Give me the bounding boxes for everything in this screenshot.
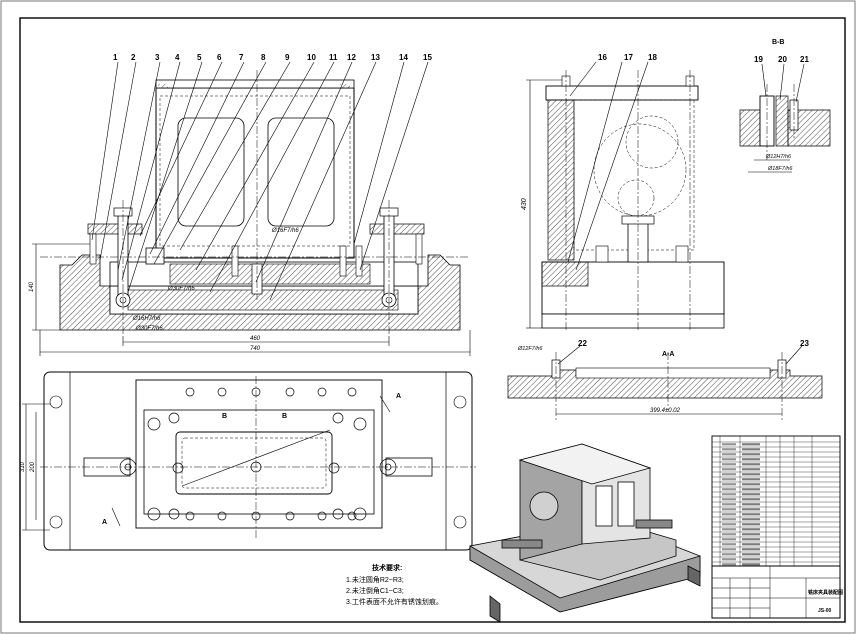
balloon-14: 14 xyxy=(399,53,408,62)
balloon-16: 16 xyxy=(598,53,607,62)
balloon-7: 7 xyxy=(239,53,244,62)
front-balloons: 1 2 3 4 5 6 7 8 9 10 11 12 13 14 15 xyxy=(113,53,432,62)
balloon-9: 9 xyxy=(285,53,290,62)
drawing-code: JS-00 xyxy=(818,608,832,614)
height-dim: 200 xyxy=(30,461,36,473)
balloon-12: 12 xyxy=(347,53,356,62)
section-marker: B xyxy=(282,413,287,420)
balloon-6: 6 xyxy=(217,53,222,62)
front-view xyxy=(32,61,471,356)
balloon-23: 23 xyxy=(800,339,809,348)
balloon-10: 10 xyxy=(307,53,316,62)
fit-label: Ø16H7/h6 xyxy=(132,316,161,322)
height-dim: 430 xyxy=(521,198,528,210)
section-marker: B xyxy=(222,413,227,420)
note-line: 2.未注倒角C1~C3; xyxy=(346,586,404,595)
note-line: 3.工件表面不允许有锈蚀划痕。 xyxy=(346,597,443,606)
section-title-aa: A-A xyxy=(662,351,674,358)
aa-section: A-A 22 23 Ø12F7/h6 399.4±0.02 xyxy=(507,339,823,420)
balloon-17: 17 xyxy=(624,53,633,62)
balloon-4: 4 xyxy=(175,53,180,62)
balloon-22: 22 xyxy=(578,339,587,348)
balloon-2: 2 xyxy=(131,53,136,62)
balloon-21: 21 xyxy=(800,55,809,64)
balloon-18: 18 xyxy=(648,53,657,62)
drawing-name: 铣床夹具装配图 xyxy=(808,589,843,596)
fit-label: Ø18F7/h6 xyxy=(767,166,793,172)
balloon-3: 3 xyxy=(155,53,160,62)
width-dim: 740 xyxy=(250,346,261,352)
width-dim: 460 xyxy=(250,336,261,342)
balloon-13: 13 xyxy=(371,53,380,62)
side-view xyxy=(526,61,725,330)
height-dim: 140 xyxy=(29,281,35,292)
balloon-19: 19 xyxy=(754,55,763,64)
note-line: 1.未注圆角R2~R3; xyxy=(346,575,404,584)
technical-notes: 技术要求: 1.未注圆角R2~R3; 2.未注倒角C1~C3; 3.工件表面不允… xyxy=(346,563,443,606)
width-dim: 399.4±0.02 xyxy=(650,408,681,414)
balloon-11: 11 xyxy=(329,53,338,62)
balloon-15: 15 xyxy=(423,53,432,62)
notes-title: 技术要求: xyxy=(372,563,402,572)
section-title-bb: B-B xyxy=(772,39,784,46)
fit-label: Ø16F7/h6 xyxy=(271,228,299,234)
height-dim: 310 xyxy=(20,461,26,472)
fit-label: Ø12H7/h6 xyxy=(765,154,792,160)
title-block: 铣床夹具装配图 JS-00 xyxy=(711,565,843,619)
side-labels: 16 17 18 430 xyxy=(521,53,657,210)
fit-label: Ø30F7/h6 xyxy=(167,286,195,292)
plan-view: A A B B 310 200 xyxy=(20,371,476,551)
parts-list xyxy=(711,435,841,567)
balloon-20: 20 xyxy=(778,55,787,64)
bb-section: B-B 19 20 21 Ø12H7/h6 Ø18F7/h6 xyxy=(739,39,831,173)
section-marker: A xyxy=(102,519,107,526)
isometric-view xyxy=(469,443,701,623)
balloon-8: 8 xyxy=(261,53,266,62)
section-marker: A xyxy=(396,393,401,400)
front-dimensions: Ø16F7/h6 Ø30F7/h6 Ø16H7/h6 Ø30F7/h6 140 … xyxy=(29,228,299,352)
inner-border xyxy=(19,17,846,623)
balloon-5: 5 xyxy=(197,53,202,62)
fit-label: Ø12F7/h6 xyxy=(517,346,543,352)
fit-label: Ø30F7/h6 xyxy=(135,326,163,332)
balloon-1: 1 xyxy=(113,53,118,62)
